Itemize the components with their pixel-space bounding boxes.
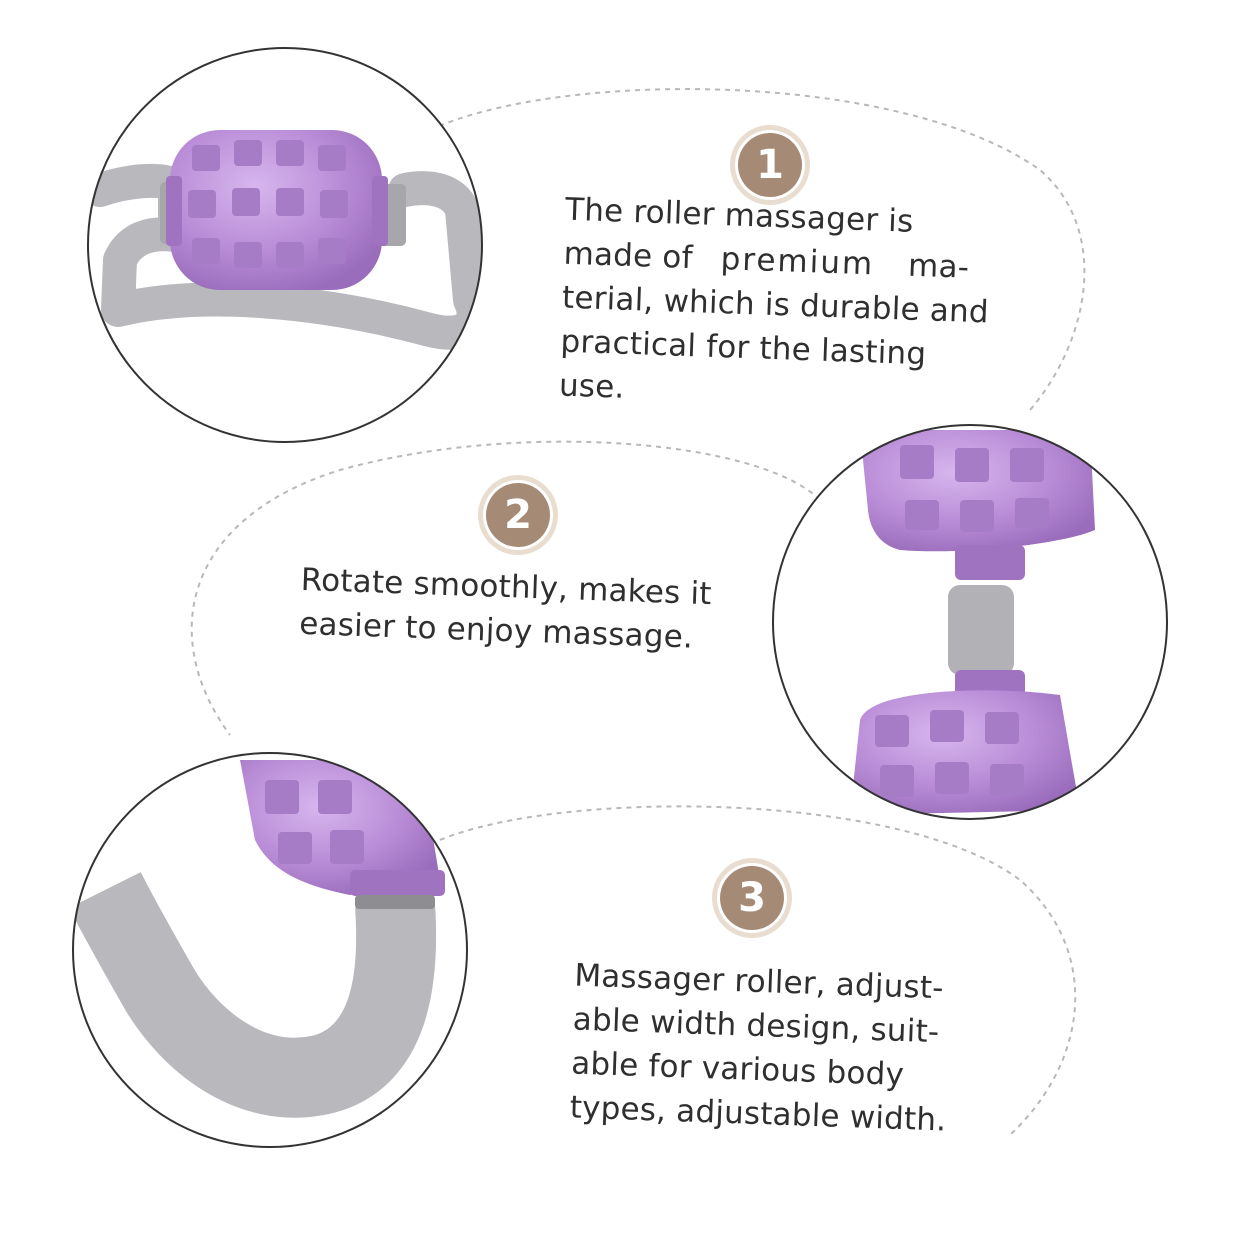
feature-3-text: Massager roller, adjust- able width desi… [569, 953, 952, 1142]
number-badge-2: 2 [478, 475, 558, 555]
feature-1-line-2c: ma- [907, 247, 970, 286]
number-badge-3: 3 [712, 858, 792, 938]
badge-number: 2 [486, 483, 550, 547]
feature-1-line-2a: made of [563, 235, 694, 277]
feature-2-text: Rotate smoothly, makes it easier to enjo… [299, 558, 713, 660]
feature-1-text: The roller massager is made of premium m… [558, 188, 992, 423]
badge-number: 3 [720, 866, 784, 930]
number-badge-1: 1 [730, 125, 810, 205]
feature-1-line-2b: premium [720, 241, 875, 283]
badge-number: 1 [738, 133, 802, 197]
